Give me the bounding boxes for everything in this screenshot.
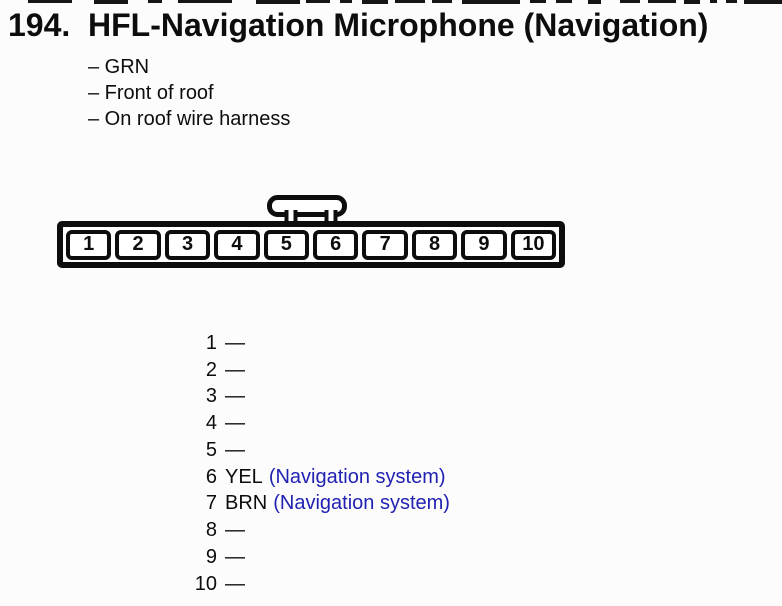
item-title: HFL-Navigation Microphone (Navigation) [88,7,709,43]
scan-artifact [432,0,452,3]
pin-number: 8 [205,519,217,542]
scan-artifact [28,0,72,3]
note-line: – Front of roof [88,82,214,104]
wire-color: — [225,385,245,408]
wire-color: — [225,438,245,461]
pin-wire-list: 1 — 2 — 3 — 4 — 5 — 6 YEL (Navigation sy… [150,330,450,598]
connector-cavity: 6 [313,229,359,260]
note-line: – GRN [88,56,150,78]
pin-row: 2 — [150,357,450,384]
pin-row: 3 — [150,384,450,411]
system-label: (Navigation system) [273,492,450,515]
wire-color: — [225,519,245,542]
pin-number: 6 [205,465,217,488]
connector-cavity: 4 [214,229,260,260]
scan-artifact [94,0,128,4]
system-label: (Navigation system) [268,465,446,488]
connector-cavity: 7 [362,229,408,260]
connector-cavity: 3 [164,229,211,260]
pin-number: 7 [205,492,217,515]
wire-color: — [225,331,245,354]
wire-color: — [225,545,245,568]
pin-row: 6 YEL (Navigation system) [150,464,450,491]
scan-artifact [744,0,782,4]
pin-row: 5 — [150,437,450,464]
scan-artifact [306,0,330,3]
wire-color: — [225,358,245,381]
connector-cavity: 5 [263,229,310,260]
scan-artifact [726,0,737,3]
pin-row: 4 — [150,410,450,437]
scan-artifact [620,0,640,3]
pin-number: 10 [194,572,217,595]
wire-color: — [225,412,245,435]
connector-cavity: 8 [411,229,458,260]
scan-artifact [588,0,601,4]
scan-artifact [648,0,676,3]
scan-artifact [530,0,546,3]
scan-artifact [178,0,232,3]
connector-cavity: 10 [510,229,557,260]
scan-artifact [395,0,425,3]
connector-notes: – GRN – Front of roof – On roof wire har… [88,54,290,132]
scan-artifact [710,0,717,3]
scan-artifact [340,0,352,3]
pin-number: 1 [205,331,217,354]
pin-row: 7 BRN (Navigation system) [150,491,450,518]
pin-number: 4 [205,412,217,435]
connector-body: 1 2 3 4 5 6 7 8 9 10 [57,221,565,268]
connector-cavity: 2 [115,229,161,260]
pin-number: 3 [205,385,217,408]
scan-artifact [362,0,388,4]
item-number: 194. [8,7,71,43]
connector-cavity: 1 [66,229,112,260]
pin-row: 1 — [150,330,450,357]
connector-latch-icon [267,195,347,222]
scan-artifact [256,0,300,4]
wire-color: BRN [225,492,268,515]
pin-number: 5 [205,438,217,461]
connector-cavity: 9 [461,229,507,260]
pin-row: 9 — [150,544,450,571]
wire-color: — [225,572,245,595]
note-line: – On roof wire harness [88,108,291,130]
scan-artifact [462,0,520,4]
page-title: 194. HFL-Navigation Microphone (Navigati… [8,8,708,42]
pin-number: 9 [205,545,217,568]
pin-number: 2 [205,358,217,381]
scan-artifact [556,0,572,3]
wire-color: YEL [225,465,263,488]
pin-row: 10 — [150,571,450,598]
scan-artifact [148,0,162,3]
pin-row: 8 — [150,517,450,544]
scan-artifact [684,0,700,4]
